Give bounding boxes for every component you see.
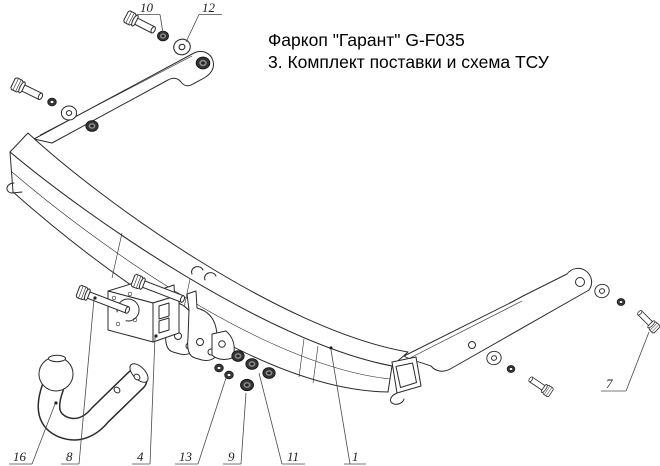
tow-ball	[37, 354, 149, 441]
crossbar-beam	[6, 132, 409, 393]
callout-13: 13	[179, 449, 193, 464]
callout-12: 12	[202, 0, 216, 15]
callout-8: 8	[66, 449, 73, 464]
nut-9	[239, 378, 255, 392]
flat-washer-left	[60, 105, 78, 121]
callout-9: 9	[228, 449, 235, 464]
lock-washer-mid	[506, 365, 516, 373]
callout-7: 7	[606, 376, 613, 391]
callout-10: 10	[140, 0, 154, 15]
shackle-loop	[191, 266, 204, 275]
flat-washer-7	[592, 282, 612, 300]
lock-washer-13b	[224, 370, 234, 380]
callout-1: 1	[352, 449, 359, 464]
lock-washer-7	[616, 298, 626, 306]
nut-11	[245, 358, 259, 370]
callout-16: 16	[13, 449, 27, 464]
flat-washer-mid	[484, 349, 504, 367]
diagram-title: Фаркоп "Гарант" G-F035 3. Комплект поста…	[268, 29, 549, 73]
callout-4: 4	[137, 449, 144, 464]
callout-11: 11	[287, 449, 299, 464]
lock-washer-left	[47, 97, 57, 107]
nut-b	[262, 367, 276, 379]
callouts: 10 12 16 8 4 13 9	[9, 0, 650, 465]
right-fasteners	[484, 282, 660, 398]
right-side-arm	[403, 267, 593, 372]
title-line2: 3. Комплект поставки и схема ТСУ	[268, 52, 549, 72]
beam-open-end	[389, 356, 422, 405]
arm-end-nut	[195, 56, 211, 70]
nut-a	[231, 350, 245, 362]
lock-washer-13	[214, 363, 224, 373]
nut-left	[85, 120, 99, 132]
title-line1: Фаркоп "Гарант" G-F035	[268, 30, 465, 50]
shackle-loop	[204, 272, 217, 281]
bolt-mid	[526, 373, 555, 398]
left-side-arm	[33, 50, 214, 144]
washer-12	[170, 36, 194, 58]
bolt-left	[9, 76, 46, 104]
bolt-7	[634, 307, 660, 335]
